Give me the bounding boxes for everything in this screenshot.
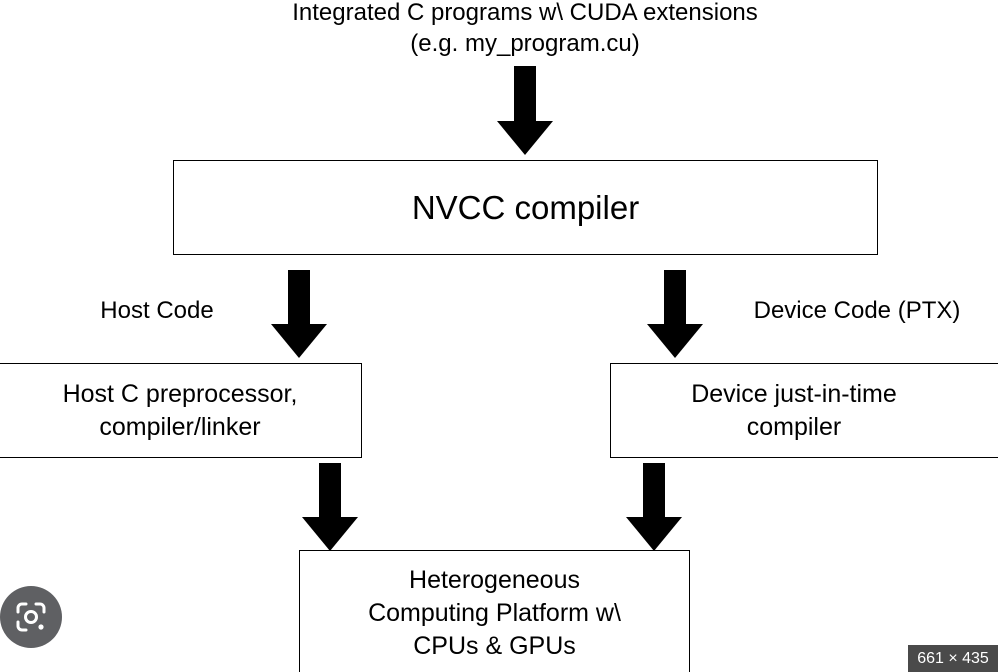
google-lens-icon[interactable]	[0, 586, 62, 648]
platform-line-3: CPUs & GPUs	[413, 632, 576, 660]
lens-glyph-icon	[16, 602, 46, 632]
platform-line-2: Computing Platform w\	[368, 599, 621, 627]
source-line-2: (e.g. my_program.cu)	[410, 30, 640, 57]
image-dimensions-badge: 661 × 435	[908, 645, 998, 672]
arrow-device-to-platform	[626, 463, 682, 551]
host-box-line-1: Host C preprocessor,	[62, 379, 298, 408]
host-box-line-2: compiler/linker	[99, 412, 261, 441]
heterogeneous-platform-box: Heterogeneous Computing Platform w\ CPUs…	[299, 550, 690, 672]
arrow-compiler-to-device	[647, 270, 703, 358]
device-box-line-1: Device just-in-time	[691, 379, 897, 408]
device-jit-compiler-box: Device just-in-time compiler	[610, 363, 998, 458]
source-program-label: Integrated C programs w\ CUDA extensions…	[225, 0, 825, 59]
arrow-host-to-platform	[302, 463, 358, 551]
arrow-source-to-compiler	[497, 66, 553, 155]
host-compiler-box: Host C preprocessor, compiler/linker	[0, 363, 362, 458]
arrow-compiler-to-host	[271, 270, 327, 358]
host-code-label: Host Code	[100, 297, 214, 324]
platform-line-1: Heterogeneous	[409, 566, 580, 594]
device-code-label: Device Code (PTX)	[753, 297, 961, 324]
nvcc-compiler-label: NVCC compiler	[411, 189, 640, 226]
source-line-1: Integrated C programs w\ CUDA extensions	[292, 0, 758, 26]
device-box-line-2: compiler	[746, 412, 842, 441]
nvcc-compiler-box: NVCC compiler	[173, 160, 878, 255]
